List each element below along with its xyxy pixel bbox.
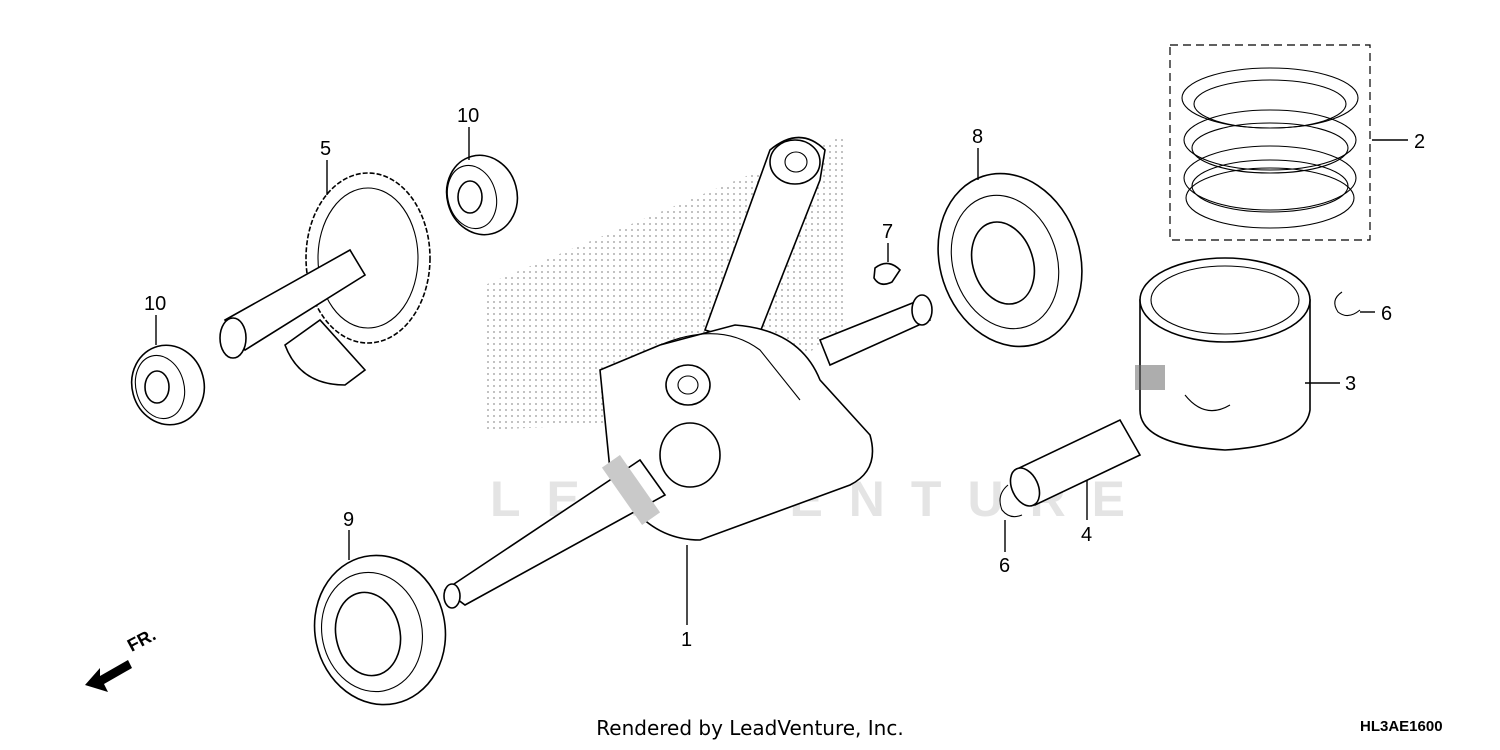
callout-6-upper: 6 <box>1381 303 1392 325</box>
bearing-10-upper <box>445 154 519 236</box>
callout-3: 3 <box>1345 373 1356 395</box>
balancer-shaft <box>219 172 431 386</box>
front-direction-arrow <box>85 660 132 692</box>
callout-8: 8 <box>972 126 983 148</box>
piston-ring-set <box>1169 44 1371 241</box>
callout-6-lower: 6 <box>999 555 1010 577</box>
callout-5: 5 <box>320 138 331 160</box>
bearing-9 <box>313 554 447 706</box>
piston-pin-clip-upper <box>1334 291 1361 317</box>
crankshaft-assembly <box>443 136 933 609</box>
callout-10-upper: 10 <box>457 105 479 127</box>
piston-pin-clip-lower <box>999 484 1023 518</box>
leader-lines <box>155 127 1408 625</box>
footer-credit: Rendered by LeadVenture, Inc. <box>596 716 904 740</box>
bearing-10-lower <box>130 344 206 426</box>
piston <box>1135 257 1311 451</box>
callout-10-lower: 10 <box>144 293 166 315</box>
callout-2: 2 <box>1414 131 1425 153</box>
callout-9: 9 <box>343 509 354 531</box>
piston-pin <box>1009 418 1142 507</box>
diagram-code: HL3AE1600 <box>1360 718 1443 735</box>
woodruff-key <box>873 262 902 286</box>
callout-4: 4 <box>1081 524 1092 546</box>
callout-7: 7 <box>882 221 893 243</box>
bearing-8 <box>937 172 1083 348</box>
callout-1: 1 <box>681 629 692 651</box>
